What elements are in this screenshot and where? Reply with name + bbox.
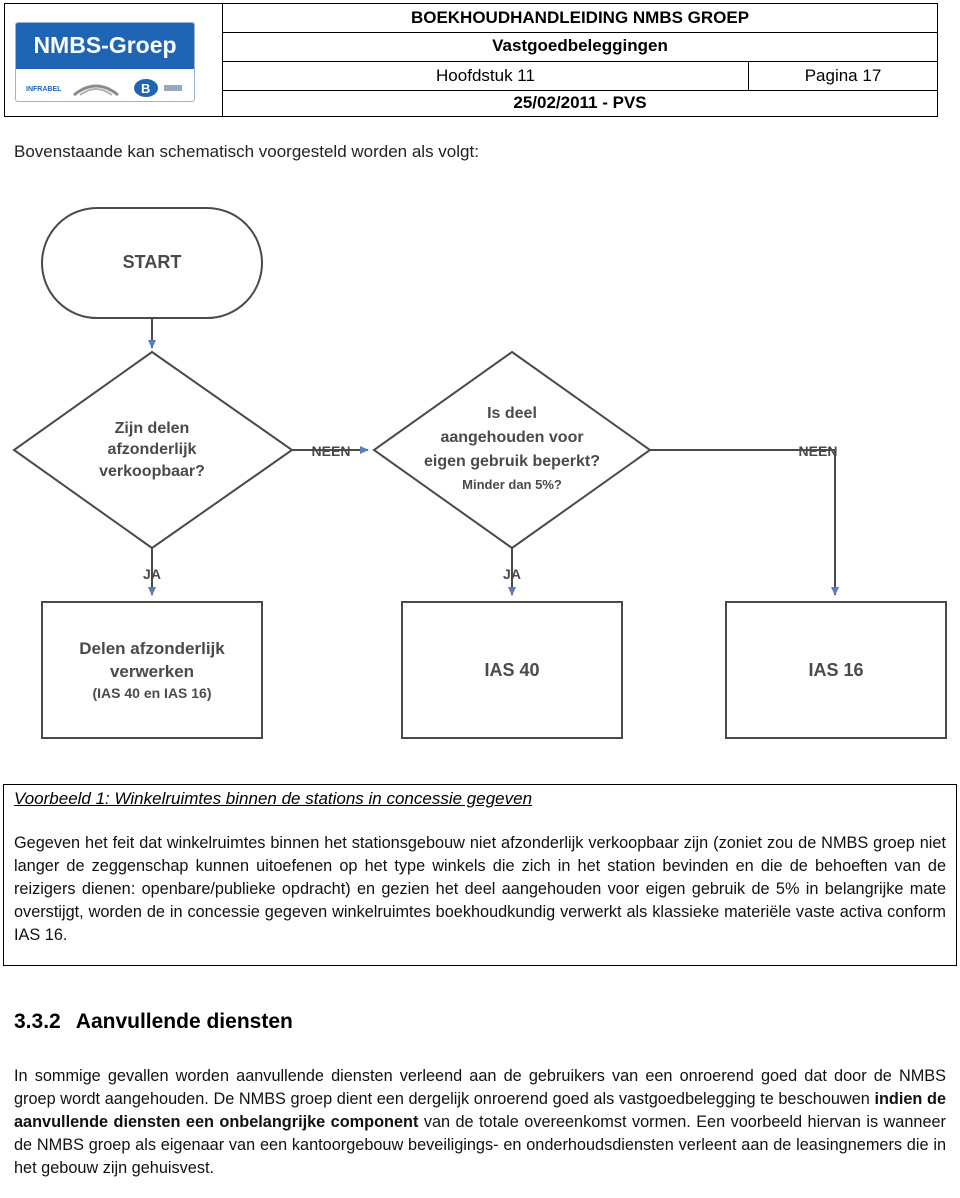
result-box-ias40 bbox=[401, 601, 623, 739]
logo-cell: NMBS-Groep INFRABEL B bbox=[5, 4, 223, 116]
start-label: START bbox=[123, 252, 182, 272]
section-heading: 3.3.2 Aanvullende diensten bbox=[14, 1010, 293, 1034]
section-body-bold: indien de aanvullende diensten een onbel… bbox=[14, 1090, 946, 1131]
box1-line2: verwerken bbox=[110, 662, 194, 681]
result-box-ias16 bbox=[725, 601, 947, 739]
box1-note: (IAS 40 en IAS 16) bbox=[92, 685, 211, 701]
decision1-line1: Zijn delen bbox=[115, 420, 190, 437]
section-title: Aanvullende diensten bbox=[75, 1010, 293, 1033]
chapter-label: Hoofdstuk 11 bbox=[223, 62, 749, 90]
document-title: BOEKHOUDHANDLEIDING NMBS GROEP bbox=[410, 8, 750, 27]
logo-text: NMBS-Groep bbox=[33, 32, 177, 58]
logo-band bbox=[16, 23, 194, 69]
example-body: Gegeven het feit dat winkelruimtes binne… bbox=[14, 834, 946, 944]
logo-sub-left: INFRABEL bbox=[26, 86, 62, 93]
box3-label: IAS 16 bbox=[808, 660, 863, 680]
decision1-no-label: NEEN bbox=[312, 443, 351, 459]
page-number: Pagina 17 bbox=[804, 66, 882, 85]
header-divider bbox=[223, 61, 937, 62]
header-chapter-row: Hoofdstuk 11 Pagina 17 bbox=[223, 62, 937, 90]
flowchart: START Zijn delen afzonderlijk verkoopbaa… bbox=[0, 190, 960, 750]
decision2-line3: eigen gebruik beperkt? bbox=[424, 453, 600, 470]
result-box-separate bbox=[41, 601, 263, 739]
decision2-line2: aangehouden voor bbox=[440, 429, 583, 446]
section-body-part1: In sommige gevallen worden aanvullende d… bbox=[14, 1067, 946, 1108]
example-box: Voorbeeld 1: Winkelruimtes binnen de sta… bbox=[3, 784, 957, 966]
decision2-line1: Is deel bbox=[487, 405, 537, 422]
decision2-yes-label: JA bbox=[503, 566, 521, 582]
decision1-line3: verkoopbaar? bbox=[99, 463, 205, 480]
decision2-no-arrow bbox=[650, 449, 839, 596]
header-divider bbox=[223, 32, 937, 33]
decision1-diamond bbox=[12, 350, 294, 550]
section-number: 3.3.2 bbox=[14, 1010, 61, 1033]
nmbs-logo: NMBS-Groep INFRABEL B bbox=[15, 22, 195, 102]
flowchart-svg: START Zijn delen afzonderlijk verkoopbaa… bbox=[12, 207, 947, 739]
logo-sub-right: B bbox=[141, 81, 150, 96]
section-body: In sommige gevallen worden aanvullende d… bbox=[14, 1065, 946, 1180]
section-body-part2: van de totale overeenkomst vormen. Een v… bbox=[14, 1113, 946, 1177]
box1-line1: Delen afzonderlijk bbox=[79, 639, 225, 658]
decision2-diamond bbox=[372, 350, 652, 550]
decision2-no-label: NEEN bbox=[799, 443, 838, 459]
decision2-note: Minder dan 5%? bbox=[462, 477, 562, 492]
logo-emblems: INFRABEL B bbox=[26, 79, 182, 97]
decision1-line2: afzonderlijk bbox=[108, 441, 197, 458]
box2-label: IAS 40 bbox=[484, 660, 539, 680]
page-header: NMBS-Groep INFRABEL B BOEKHOUDHANDLEIDIN… bbox=[4, 3, 938, 117]
header-divider bbox=[223, 90, 937, 91]
example-title: Voorbeeld 1: Winkelruimtes binnen de sta… bbox=[14, 789, 533, 808]
document-date: 25/02/2011 - PVS bbox=[513, 93, 647, 112]
document-subtitle: Vastgoedbeleggingen bbox=[492, 36, 668, 55]
intro-text: Bovenstaande kan schematisch voorgesteld… bbox=[14, 142, 479, 161]
decision1-yes-label: JA bbox=[143, 566, 161, 582]
